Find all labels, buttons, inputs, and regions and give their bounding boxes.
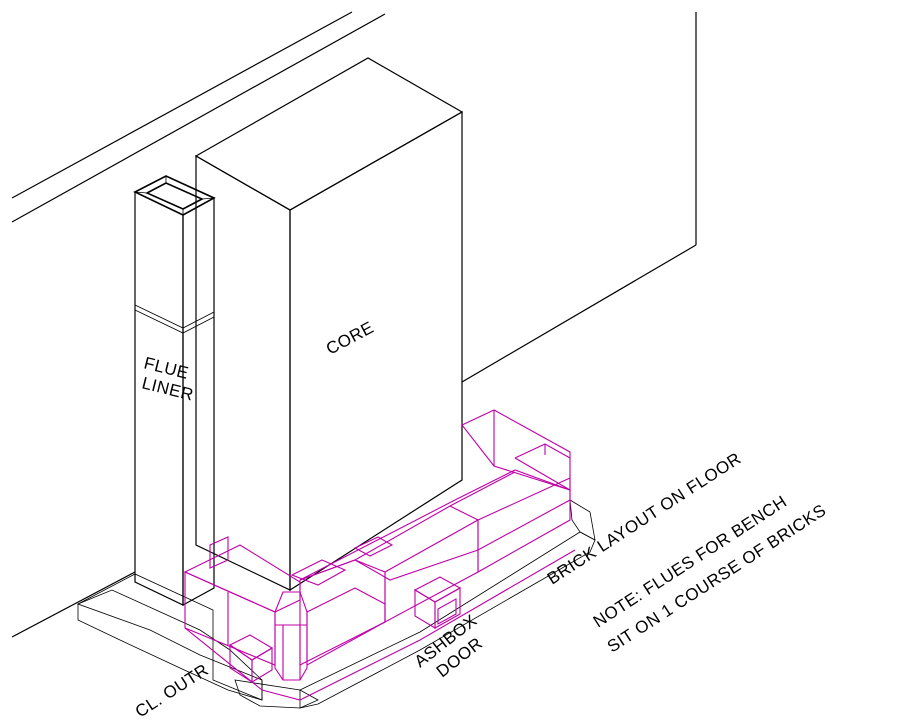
label-note-line1: NOTE: FLUES FOR BENCH — [590, 492, 791, 631]
label-cl-outr: CL. OUTR — [132, 660, 212, 721]
brick-bench — [183, 409, 576, 701]
floor-brick-layout — [77, 499, 596, 709]
label-core: CORE — [323, 318, 377, 359]
floor-line — [11, 571, 136, 638]
flue-liner — [133, 175, 216, 607]
wall-right-lines — [461, 12, 697, 383]
core-block — [194, 57, 464, 592]
ashbox-door — [413, 576, 462, 629]
wall-top-lines — [11, 11, 386, 223]
